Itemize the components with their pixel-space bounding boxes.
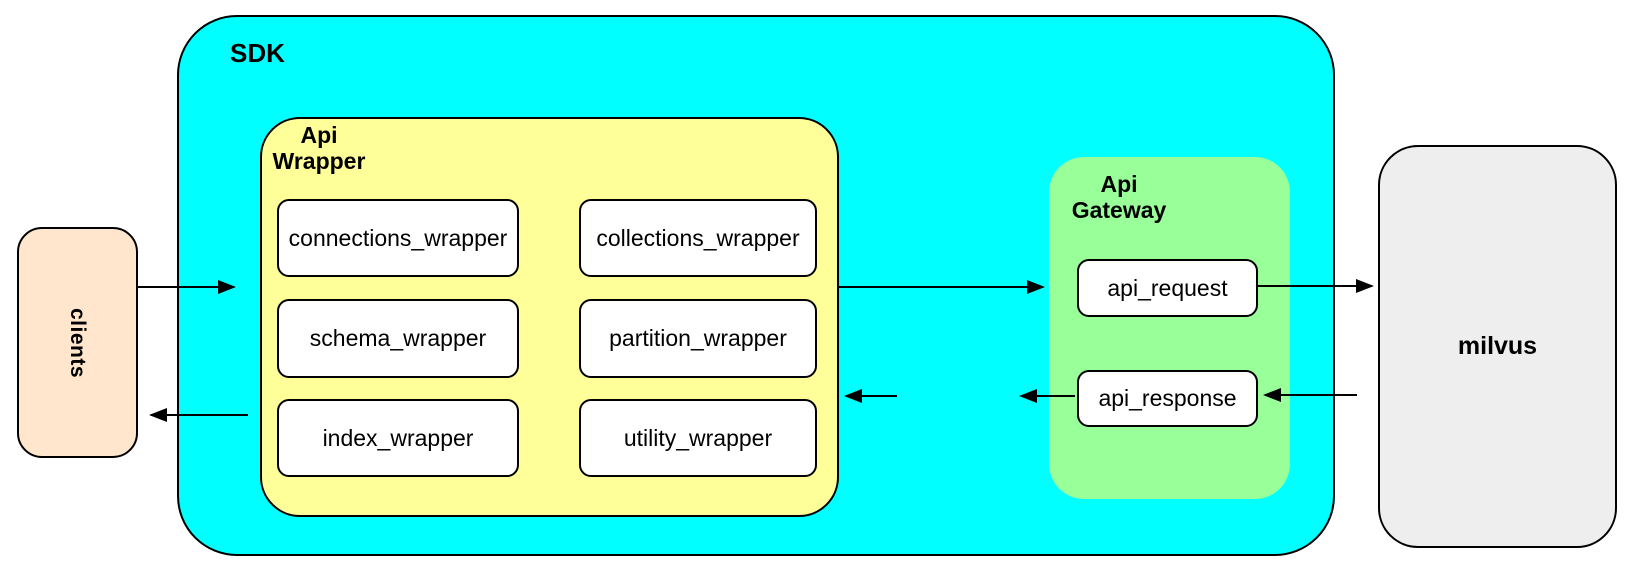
node-clients: clients (17, 227, 138, 458)
api-gateway-label: Api Gateway (1071, 171, 1167, 223)
partition-wrapper-label: partition_wrapper (609, 325, 787, 351)
node-api-request: api_request (1077, 259, 1258, 317)
node-connections-wrapper: connections_wrapper (277, 199, 519, 277)
api-response-label: api_response (1098, 385, 1237, 411)
node-api-gateway: Api Gateway api_request api_response (1049, 157, 1290, 499)
api-request-label: api_request (1107, 274, 1228, 301)
connections-wrapper-label: connections_wrapper (288, 224, 508, 251)
node-schema-wrapper: schema_wrapper (277, 299, 519, 378)
milvus-label: milvus (1457, 332, 1538, 360)
sdk-label: SDK (230, 38, 285, 68)
node-sdk: SDK Api Wrapper connections_wrapper coll… (177, 15, 1335, 556)
node-utility-wrapper: utility_wrapper (579, 399, 817, 477)
api-wrapper-label: Api Wrapper (272, 122, 366, 174)
node-index-wrapper: index_wrapper (277, 399, 519, 477)
node-api-response: api_response (1077, 370, 1258, 427)
node-api-wrapper: Api Wrapper connections_wrapper collecti… (260, 117, 839, 517)
node-partition-wrapper: partition_wrapper (579, 299, 817, 378)
node-collections-wrapper: collections_wrapper (579, 199, 817, 277)
clients-label: clients (66, 307, 90, 378)
index-wrapper-label: index_wrapper (322, 424, 474, 451)
collections-wrapper-label: collections_wrapper (596, 224, 800, 251)
schema-wrapper-label: schema_wrapper (309, 325, 487, 351)
utility-wrapper-label: utility_wrapper (623, 424, 773, 451)
node-milvus: milvus (1378, 145, 1617, 548)
